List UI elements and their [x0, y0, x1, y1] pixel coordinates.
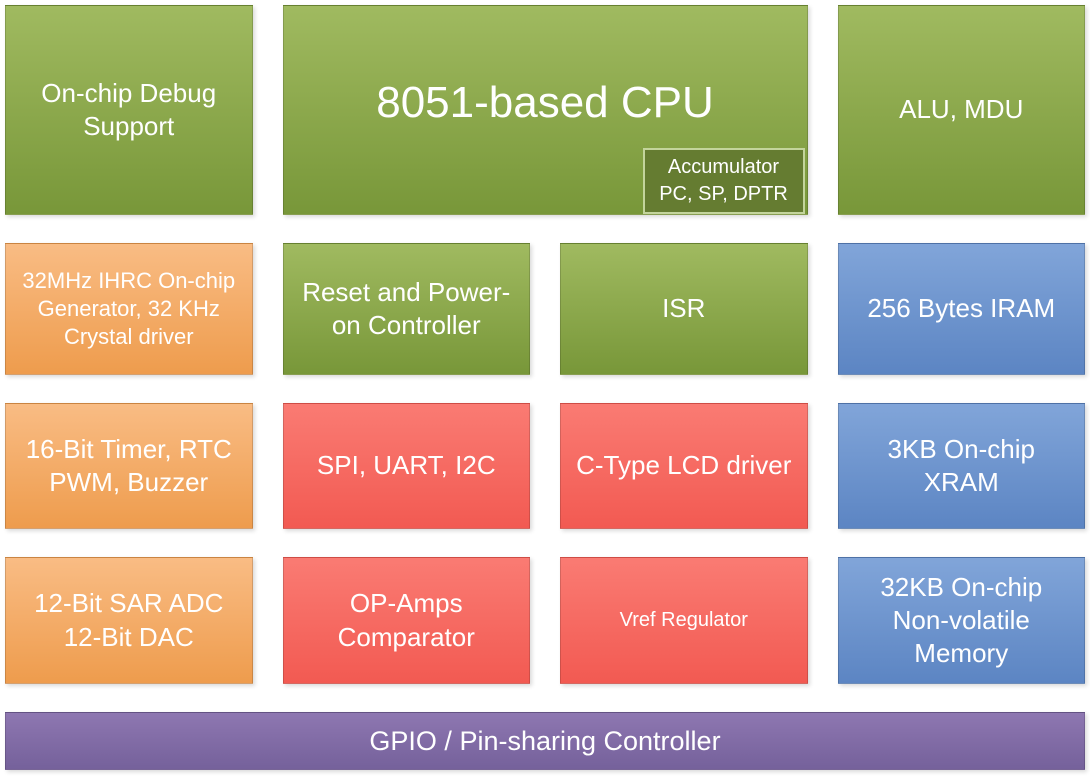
nvm-label: 32KB On-chip Non-volatile Memory	[880, 571, 1043, 669]
alu-mdu-label: ALU, MDU	[899, 94, 1024, 125]
timer-label: 16-Bit Timer, RTC PWM, Buzzer	[25, 433, 232, 497]
block-isr: ISR	[560, 243, 808, 375]
adc-dac-label: 12-Bit SAR ADC 12-Bit DAC	[34, 588, 224, 652]
lcd-driver-label: C-Type LCD driver	[576, 450, 792, 481]
iram-label: 256 Bytes IRAM	[867, 293, 1056, 324]
block-gpio-pin-sharing-controller: GPIO / Pin-sharing Controller	[5, 712, 1085, 770]
block-opamps-comparator: OP-Amps Comparator	[282, 557, 530, 684]
accumulator-registers-box: Accumulator PC, SP, DPTR	[642, 148, 805, 214]
block-reset-power-on-controller: Reset and Power-on Controller	[282, 243, 530, 375]
xram-label: 3KB On-chip XRAM	[887, 433, 1035, 497]
block-vref-regulator: Vref Regulator	[560, 557, 808, 684]
cpu-title: 8051-based CPU	[376, 77, 714, 127]
block-3kb-xram: 3KB On-chip XRAM	[837, 403, 1085, 529]
isr-label: ISR	[662, 293, 706, 324]
vref-label: Vref Regulator	[619, 608, 748, 631]
block-c-type-lcd-driver: C-Type LCD driver	[560, 403, 808, 529]
opamps-label: OP-Amps Comparator	[337, 588, 475, 652]
debug-support-label: On-chip Debug Support	[41, 77, 217, 141]
block-on-chip-debug-support: On-chip Debug Support	[5, 5, 253, 215]
block-nvm: 32KB On-chip Non-volatile Memory	[837, 557, 1085, 684]
clock-generator-label: 32MHz IHRC On-chip Generator, 32 KHz Cry…	[22, 267, 236, 350]
block-8051-cpu: 8051-based CPU Accumulator PC, SP, DPTR	[282, 5, 808, 215]
pc-sp-dptr-label: PC, SP, DPTR	[659, 183, 788, 205]
block-spi-uart-i2c: SPI, UART, I2C	[282, 403, 530, 529]
block-adc-dac: 12-Bit SAR ADC 12-Bit DAC	[5, 557, 253, 684]
block-256-bytes-iram: 256 Bytes IRAM	[837, 243, 1085, 375]
gpio-label: GPIO / Pin-sharing Controller	[369, 725, 721, 756]
block-alu-mdu: ALU, MDU	[837, 5, 1085, 215]
serial-label: SPI, UART, I2C	[316, 450, 496, 481]
accumulator-label: Accumulator	[667, 156, 780, 178]
block-clock-generator: 32MHz IHRC On-chip Generator, 32 KHz Cry…	[5, 243, 253, 375]
block-timer-rtc-pwm-buzzer: 16-Bit Timer, RTC PWM, Buzzer	[5, 403, 253, 529]
reset-controller-label: Reset and Power-on Controller	[302, 276, 511, 340]
